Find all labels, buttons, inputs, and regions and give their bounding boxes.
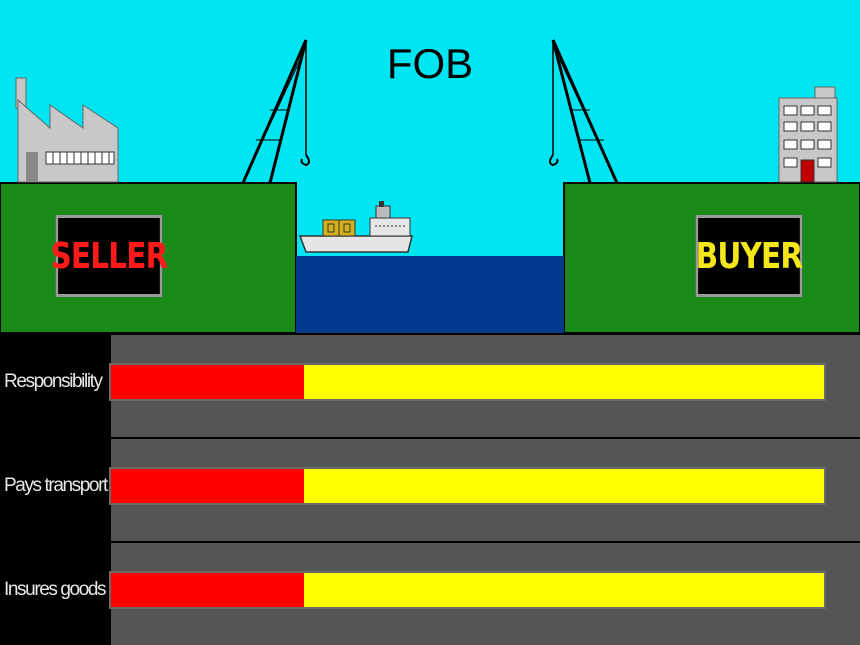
responsibility-panel: Responsibility Pays transport Insures go…	[0, 333, 860, 645]
seller-label-box: SELLER	[50, 215, 168, 297]
water	[296, 256, 564, 333]
office-building-icon	[778, 86, 838, 183]
buyer-label-box: BUYER	[696, 215, 803, 297]
seller-share-fill	[111, 573, 304, 607]
row-label-insures-goods: Insures goods	[4, 579, 107, 600]
insures-goods-bar	[111, 573, 824, 607]
left-crane-icon	[241, 39, 310, 184]
factory-icon	[15, 77, 119, 183]
pays-transport-bar	[111, 469, 824, 503]
responsibility-bar	[111, 365, 824, 399]
row-label-responsibility: Responsibility	[4, 371, 103, 392]
seller-share-fill	[111, 469, 304, 503]
page-title: FOB	[386, 40, 474, 87]
row-label-pays-transport: Pays transport	[4, 475, 108, 496]
right-crane-icon	[549, 39, 619, 184]
seller-share-fill	[111, 365, 304, 399]
cargo-ship-icon	[298, 201, 413, 253]
